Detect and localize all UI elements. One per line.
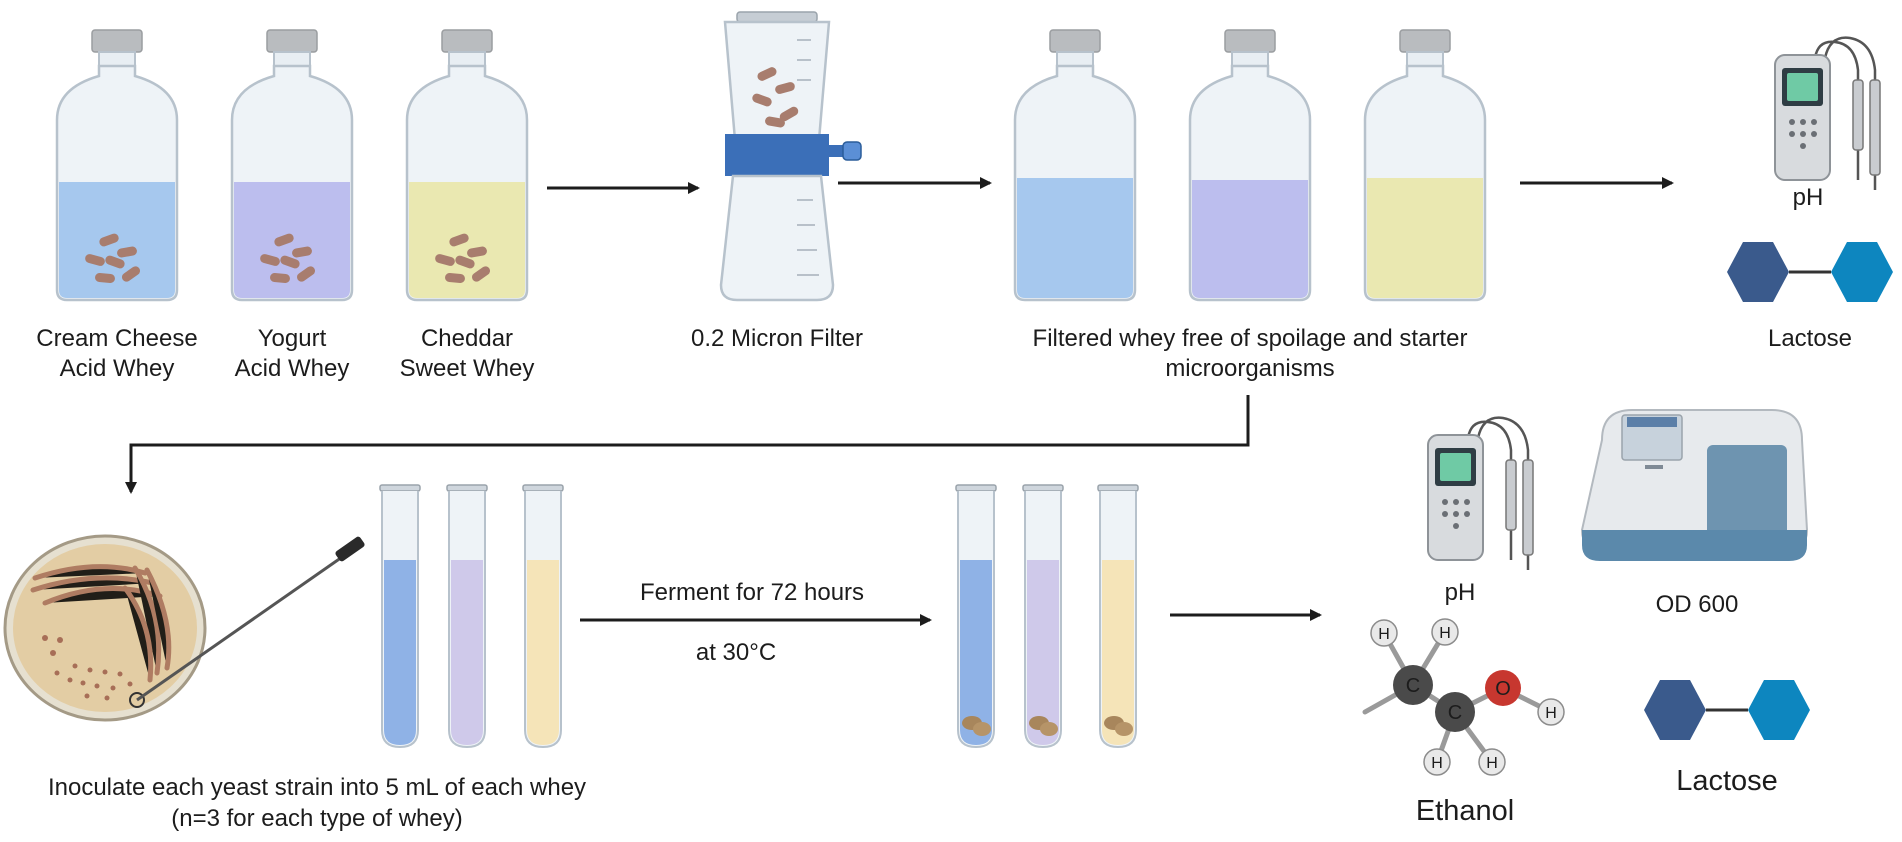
label-od: OD 600 bbox=[1656, 591, 1739, 618]
atom-h1: H bbox=[1378, 626, 1390, 643]
label-filter: 0.2 Micron Filter bbox=[691, 325, 863, 352]
label-yogurt-line2: Acid Whey bbox=[235, 355, 350, 382]
label-inoculate-line2: (n=3 for each type of whey) bbox=[171, 805, 463, 832]
label-cheddar-line1: Cheddar bbox=[421, 325, 513, 352]
spectrophotometer bbox=[1580, 409, 1809, 561]
label-ferment-line2: at 30°C bbox=[696, 639, 776, 666]
atom-o: O bbox=[1495, 678, 1511, 700]
atom-h2: H bbox=[1439, 625, 1451, 642]
tube-purple-after bbox=[1022, 484, 1064, 749]
label-cream-cheese-line1: Cream Cheese bbox=[36, 325, 197, 352]
bottle-cheddar bbox=[405, 28, 529, 302]
label-ph-top: pH bbox=[1793, 184, 1824, 211]
atom-h3: H bbox=[1431, 755, 1443, 772]
atom-h4: H bbox=[1486, 755, 1498, 772]
tube-purple-before bbox=[446, 484, 488, 749]
atom-c1: C bbox=[1406, 675, 1420, 697]
bottle-cream-cheese bbox=[55, 28, 179, 302]
label-inoculate-line1: Inoculate each yeast strain into 5 mL of… bbox=[48, 774, 586, 801]
atom-c2: C bbox=[1448, 702, 1462, 724]
label-cream-cheese-line2: Acid Whey bbox=[60, 355, 175, 382]
inoculation-loop bbox=[136, 553, 346, 702]
label-lactose-bottom: Lactose bbox=[1676, 765, 1778, 797]
bottle-filtered-yellow bbox=[1363, 28, 1487, 302]
atom-h5: H bbox=[1545, 705, 1557, 722]
micron-filter bbox=[719, 11, 862, 302]
petri-dish bbox=[3, 534, 207, 722]
lactose-molecule-top bbox=[1725, 240, 1895, 304]
label-filtered-line1: Filtered whey free of spoilage and start… bbox=[1033, 325, 1468, 352]
lactose-molecule-bottom bbox=[1642, 678, 1812, 742]
ph-meter-top bbox=[1773, 36, 1882, 192]
label-lactose-top: Lactose bbox=[1768, 325, 1852, 352]
tube-blue-before bbox=[379, 484, 421, 749]
label-ph-bottom: pH bbox=[1445, 579, 1476, 606]
bottle-yogurt bbox=[230, 28, 354, 302]
bottle-filtered-purple bbox=[1188, 28, 1312, 302]
ethanol-molecule: H H H H H C C O bbox=[1362, 618, 1565, 776]
label-cheddar-line2: Sweet Whey bbox=[400, 355, 535, 382]
label-ferment-line1: Ferment for 72 hours bbox=[640, 579, 864, 606]
label-ethanol: Ethanol bbox=[1416, 795, 1514, 827]
label-filtered-line2: microorganisms bbox=[1165, 355, 1334, 382]
tube-blue-after bbox=[955, 484, 997, 749]
ph-meter-bottom bbox=[1426, 416, 1535, 572]
inoculation-loop-handle bbox=[335, 536, 365, 562]
bottle-filtered-blue bbox=[1013, 28, 1137, 302]
connector-arrow bbox=[125, 395, 1250, 494]
tube-yellow-after bbox=[1097, 484, 1139, 749]
tube-yellow-before bbox=[522, 484, 564, 749]
label-yogurt-line1: Yogurt bbox=[258, 325, 327, 352]
